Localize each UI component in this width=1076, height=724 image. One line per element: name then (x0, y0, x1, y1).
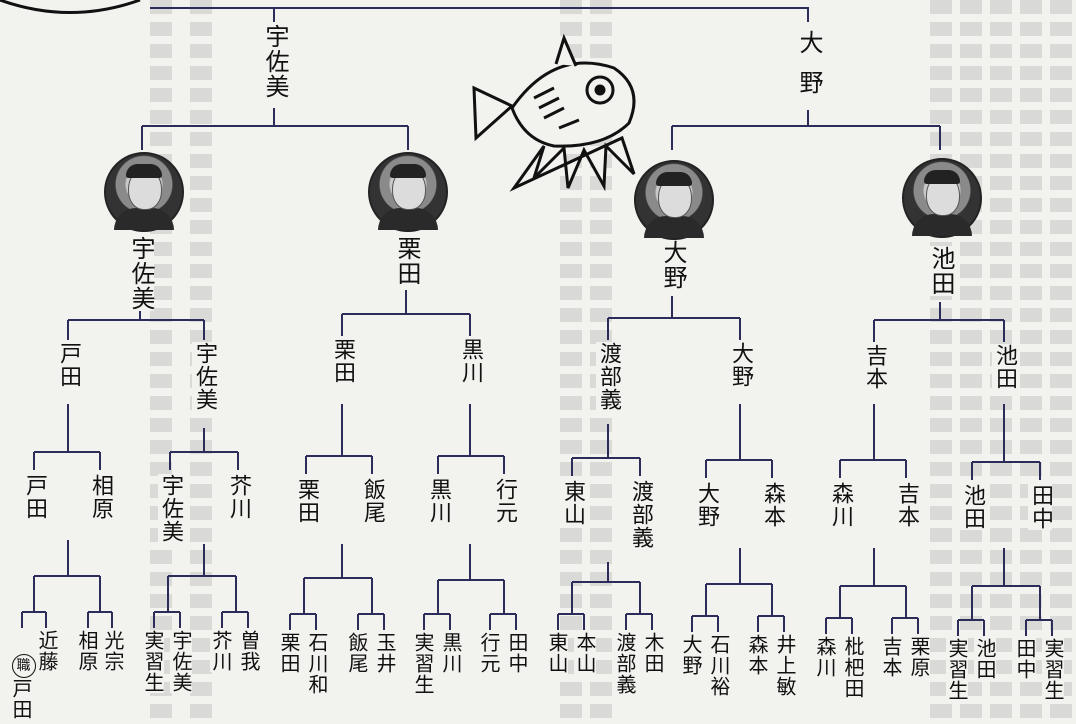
tree-node-l5: 黒川 (439, 632, 463, 674)
tree-node-l5: 東山 (545, 632, 569, 674)
tree-node-l5: 大野 (679, 634, 703, 676)
tree-node-l5: 石川裕 (707, 634, 731, 697)
tree-node-l4: 栗田 (294, 478, 319, 524)
tree-node-l3: 黒川 (458, 338, 483, 384)
portrait-photo (634, 160, 714, 240)
tree-node-l5: 田中 (1013, 638, 1037, 680)
tree-node-l4: 森本 (760, 482, 785, 528)
tree-node-l2: 宇佐美 (127, 236, 155, 311)
tree-node-l4: 宇佐美 (158, 474, 183, 543)
speech-bubble-icon (0, 0, 141, 14)
tree-node-l4: 芥川 (226, 474, 251, 520)
tree-node-l4: 東山 (560, 480, 585, 526)
tree-node-l4: 相原 (88, 474, 113, 520)
tree-node-l4: 森川 (828, 482, 853, 528)
tree-node-l5: 宇佐美 (169, 630, 193, 693)
tree-node-l4: 行元 (492, 478, 517, 524)
tree-node-l5: 実習生 (141, 630, 165, 693)
tree-node-l5: 田中 (505, 632, 529, 674)
tree-node-l5: 池田 (973, 638, 997, 680)
tree-node-l5: 井上敏 (773, 634, 797, 697)
tree-node-l5: 実習生 (945, 638, 969, 701)
tree-node-l4: 渡部義 (628, 480, 653, 549)
tree-node-l5: 飯尾 (345, 632, 369, 674)
tree-node-l4: 黒川 (426, 478, 451, 524)
tree-node-l5: 石川和 (305, 632, 329, 695)
tree-node-l1: 宇佐美 (261, 24, 289, 99)
tree-node-l5: 玉井 (373, 632, 397, 674)
tree-node-l5: 渡部義 (613, 632, 637, 695)
tree-node-l5: 曽我 (237, 630, 261, 672)
tree-node-l5: 戸田 (9, 678, 33, 720)
tree-node-l5: 近藤 (35, 630, 59, 672)
tree-node-l2: 大野 (659, 240, 687, 290)
tree-node-l5: 相原 (75, 630, 99, 672)
tree-node-l4: 池田 (960, 484, 985, 530)
tree-node-l5: 吉本 (879, 636, 903, 678)
tree-node-l5: 栗原 (907, 636, 931, 678)
tree-node-l5: 栗田 (277, 632, 301, 674)
tree-node-l5: 行元 (477, 632, 501, 674)
badge: 職 (12, 654, 36, 678)
portrait-photo (902, 158, 982, 238)
tree-node-l3: 宇佐美 (192, 342, 217, 411)
tree-node-l4: 大野 (694, 482, 719, 528)
tree-node-l3: 吉本 (862, 344, 887, 390)
tree-node-l4: 戸田 (22, 474, 47, 520)
portrait-photo (104, 152, 184, 232)
portrait-photo (368, 152, 448, 232)
tree-node-l5: 光宗 (101, 630, 125, 672)
tree-node-l2: 栗田 (393, 236, 421, 286)
tree-node-l2: 池田 (927, 246, 955, 296)
fish-icon (472, 33, 636, 192)
tree-node-l5: 本山 (573, 632, 597, 674)
tree-node-l5: 実習生 (411, 632, 435, 695)
tree-node-l4: 飯尾 (360, 478, 385, 524)
tree-node-l3: 栗田 (330, 338, 355, 384)
tree-node-l3: 大野 (728, 342, 753, 388)
tree-node-l1: 大野 (795, 30, 823, 110)
tree-node-l3: 池田 (992, 344, 1017, 390)
tree-node-l3: 渡部義 (596, 342, 621, 411)
tree-node-l4: 田中 (1028, 484, 1053, 530)
tree-node-l5: 芥川 (209, 630, 233, 672)
tree-node-l4: 吉本 (894, 482, 919, 528)
tree-node-l5: 森川 (813, 636, 837, 678)
tree-node-l5: 実習生 (1041, 638, 1065, 701)
tree-node-l5: 木田 (641, 632, 665, 674)
tree-node-l5: 枇杷田 (841, 636, 865, 699)
tree-node-l3: 戸田 (56, 342, 81, 388)
tree-node-l5: 森本 (745, 634, 769, 676)
